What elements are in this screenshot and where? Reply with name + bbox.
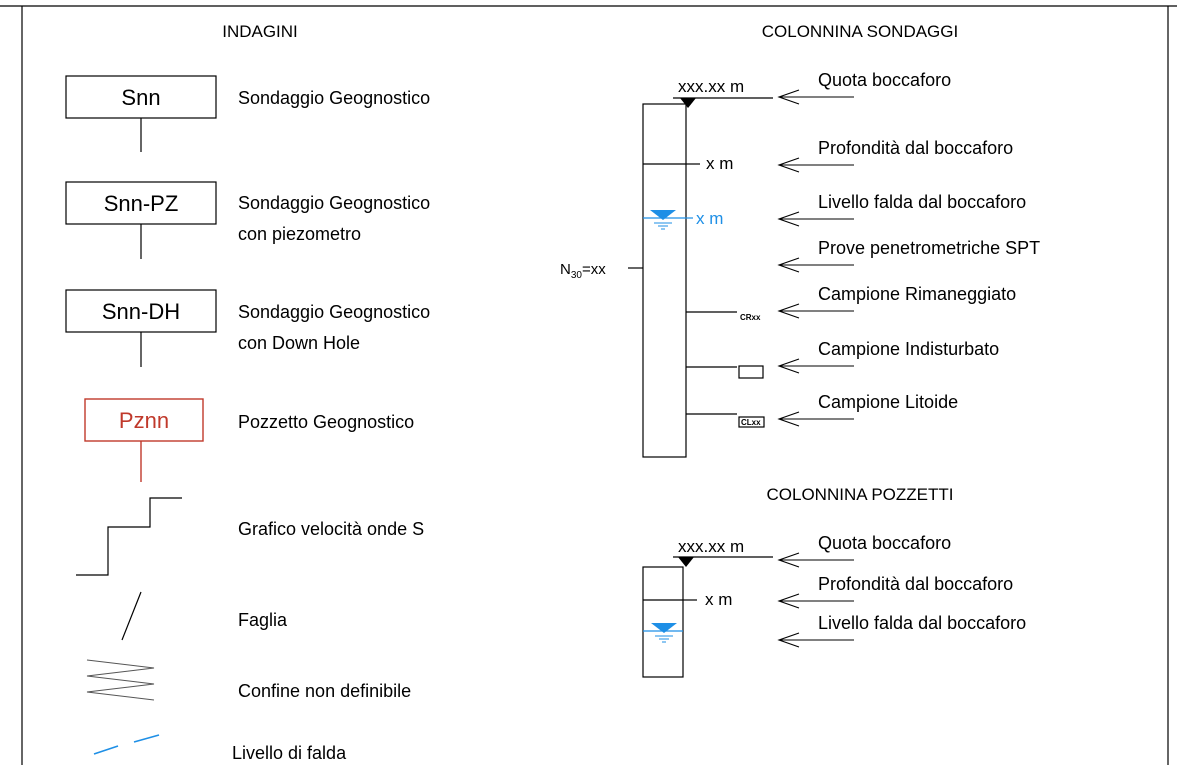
sondaggi-arrow-icon — [777, 89, 854, 105]
pozzetto-box — [84, 398, 204, 442]
sondaggio-pz-box-label: Snn-PZ — [104, 191, 179, 216]
sondaggio-desc: Sondaggio Geognostico — [238, 88, 430, 108]
sondaggi-legend-label: Campione Rimaneggiato — [818, 284, 1016, 304]
velocity-step-graph-symbol — [76, 497, 182, 576]
sondaggi-column-diagram — [628, 97, 773, 458]
pozzetto-box-label: Pznn — [119, 408, 169, 433]
fault-symbol — [121, 591, 142, 641]
velocity-desc: Grafico velocità onde S — [238, 519, 424, 539]
boundary-desc: Confine non definibile — [238, 681, 411, 701]
sondaggi-arrow-icon — [777, 157, 854, 173]
sondaggi-depth-value: x m — [706, 154, 733, 173]
pozzetti-column-diagram — [642, 556, 773, 678]
pozzetti-heading: COLONNINA POZZETTI — [766, 485, 953, 504]
pozzetti-legend-label: Quota boccaforo — [818, 533, 951, 553]
pozzetti-arrow-icon — [777, 632, 854, 648]
cl-sample-tag: CLxx — [741, 418, 761, 427]
sondaggi-arrow-icon — [777, 303, 854, 319]
sondaggi-legend-label: Campione Indisturbato — [818, 339, 999, 359]
sondaggi-arrow-icon — [777, 211, 854, 227]
water-level-dash-symbol — [93, 734, 160, 755]
sondaggi-heading: COLONNINA SONDAGGI — [762, 22, 958, 41]
pozzetti-quota-value: xxx.xx m — [678, 537, 744, 556]
sondaggi-water-value: x m — [696, 209, 723, 228]
sondaggi-arrow-icon — [777, 358, 854, 374]
pozzetti-arrow-icon — [777, 593, 854, 609]
pozzetto-desc: Pozzetto Geognostico — [238, 412, 414, 432]
water-level-desc: Livello di falda — [232, 743, 347, 763]
sondaggi-legend-label: Campione Litoide — [818, 392, 958, 412]
sondaggi-arrow-icon — [777, 411, 854, 427]
pozzetti-legend-label: Livello falda dal boccaforo — [818, 613, 1026, 633]
boundary-zigzag-symbol — [86, 659, 155, 701]
symbol-sondaggio: Snn — [65, 75, 217, 152]
sondaggi-legend-label: Prove penetrometriche SPT — [818, 238, 1040, 258]
pozzetti-water-table-icon — [651, 623, 677, 643]
pozzetti-quota-marker-icon — [678, 557, 694, 567]
sondaggio-dh-desc-line2: con Down Hole — [238, 333, 360, 353]
indagini-heading: INDAGINI — [222, 22, 298, 41]
sondaggi-legend-label: Livello falda dal boccaforo — [818, 192, 1026, 212]
water-table-icon — [650, 210, 676, 230]
sondaggio-pz-desc-line2: con piezometro — [238, 224, 361, 244]
fault-desc: Faglia — [238, 610, 288, 630]
sondaggi-quota-value: xxx.xx m — [678, 77, 744, 96]
n30-label: N30=xx — [560, 261, 606, 281]
sheet-frame — [0, 5, 1177, 765]
pozzetti-arrow-icon — [777, 552, 854, 568]
cr-sample-tag: CRxx — [740, 313, 761, 322]
sondaggio-dh-desc-line1: Sondaggio Geognostico — [238, 302, 430, 322]
pozzetti-legend-label: Profondità dal boccaforo — [818, 574, 1013, 594]
symbol-sondaggio-dh: Snn-DH — [65, 289, 217, 367]
pozzetti-depth-value: x m — [705, 590, 732, 609]
sondaggio-dh-box-label: Snn-DH — [102, 299, 180, 324]
sondaggi-legend-label: Profondità dal boccaforo — [818, 138, 1013, 158]
sondaggi-arrow-icon — [777, 257, 854, 273]
symbol-sondaggio-pz: Snn-PZ — [65, 181, 217, 259]
symbol-pozzetto: Pznn — [84, 398, 204, 482]
quota-marker-icon — [680, 98, 696, 108]
sondaggi-legend-label: Quota boccaforo — [818, 70, 951, 90]
sondaggio-pz-desc-line1: Sondaggio Geognostico — [238, 193, 430, 213]
sondaggio-box-label: Snn — [121, 85, 160, 110]
